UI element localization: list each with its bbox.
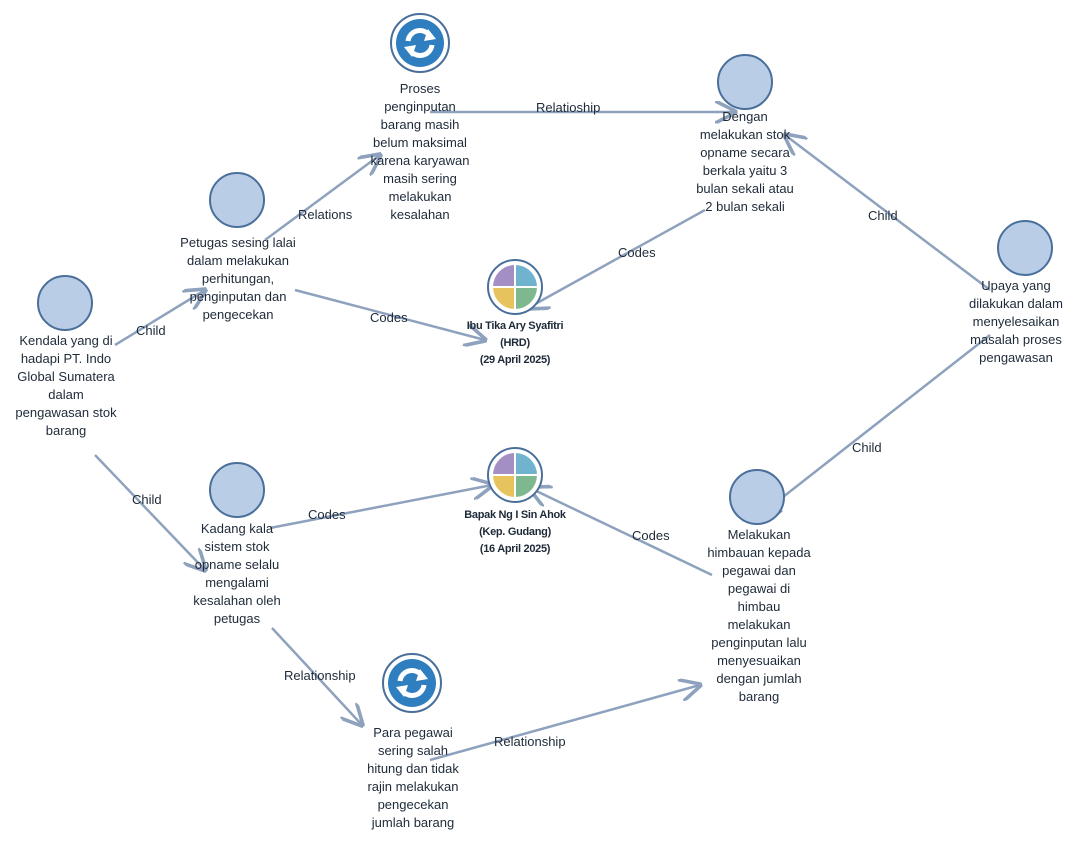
edge-kadang-para xyxy=(271,627,362,725)
edge-label-child-upaya-melakukan: Child xyxy=(852,440,882,455)
edge-para-melakukan xyxy=(429,685,700,762)
node-upaya-circle[interactable] xyxy=(997,220,1053,276)
edge-label-child-upaya-dengan: Child xyxy=(868,208,898,223)
edge-upaya-dengan xyxy=(785,135,991,291)
node-petugas-circle[interactable] xyxy=(209,172,265,228)
node-melakukan-circle[interactable] xyxy=(729,469,785,525)
edge-melakukan-bapak xyxy=(530,488,713,577)
edge-label-codes-kadang: Codes xyxy=(308,507,346,522)
edge-dengan-ibu xyxy=(528,208,706,308)
edge-label-child-kadang: Child xyxy=(132,492,162,507)
edge-petugas-ibu xyxy=(294,288,485,340)
node-upaya-label: Upaya yang dilakukan dalam menyelesaikan… xyxy=(969,278,1063,365)
edge-label-relationship-kadang: Relationship xyxy=(284,668,356,683)
refresh-icon[interactable] xyxy=(382,653,442,713)
edge-label-child-petugas: Child xyxy=(136,323,166,338)
edge-label-codes-petugas: Codes xyxy=(370,310,408,325)
plain-nodes xyxy=(37,54,1053,525)
node-petugas-label: Petugas sesing lalai dalam melakukan per… xyxy=(180,235,296,322)
node-para-label: Para pegawai sering salah hitung dan tid… xyxy=(367,725,459,830)
edge-kendala-kadang xyxy=(94,454,205,570)
source-bapak-label: Bapak Ng I Sin Ahok (Kep. Gudang) (16 Ap… xyxy=(464,509,566,555)
edge-petugas-proses xyxy=(264,155,380,242)
edge-label-codes-melakukan: Codes xyxy=(632,528,670,543)
node-dengan-circle[interactable] xyxy=(717,54,773,110)
edge-label-relationship-top: Relatioship xyxy=(536,100,601,115)
refresh-icon[interactable] xyxy=(390,13,450,73)
edge-label-relationship-para: Relationship xyxy=(494,734,566,749)
node-kadang-label: Kadang kala sistem stok opname selalu me… xyxy=(193,521,281,626)
node-melakukan-label: Melakukan himbauan kepada pegawai dan pe… xyxy=(707,527,811,704)
node-kadang-circle[interactable] xyxy=(209,462,265,518)
source-ibu-label: Ibu Tika Ary Syafitri (HRD) (29 April 20… xyxy=(466,320,564,366)
node-kendala-label: Kendala yang di hadapi PT. Indo Global S… xyxy=(15,333,117,438)
edge-label-codes-dengan: Codes xyxy=(618,245,656,260)
edge-kendala-petugas xyxy=(114,290,205,347)
node-kendala-circle[interactable] xyxy=(37,275,93,331)
edge-upaya-melakukan xyxy=(760,334,991,515)
edge-label-relations: Relations xyxy=(298,207,353,222)
edges xyxy=(94,112,991,762)
edge-kadang-bapak xyxy=(269,485,492,530)
pie-quadrant-icon[interactable] xyxy=(487,447,543,503)
node-dengan-label: Dengan melakukan stok opname secara berk… xyxy=(696,109,794,214)
pie-quadrant-icon[interactable] xyxy=(487,259,543,315)
node-proses-label: Proses penginputan barang masih belum ma… xyxy=(370,81,470,222)
